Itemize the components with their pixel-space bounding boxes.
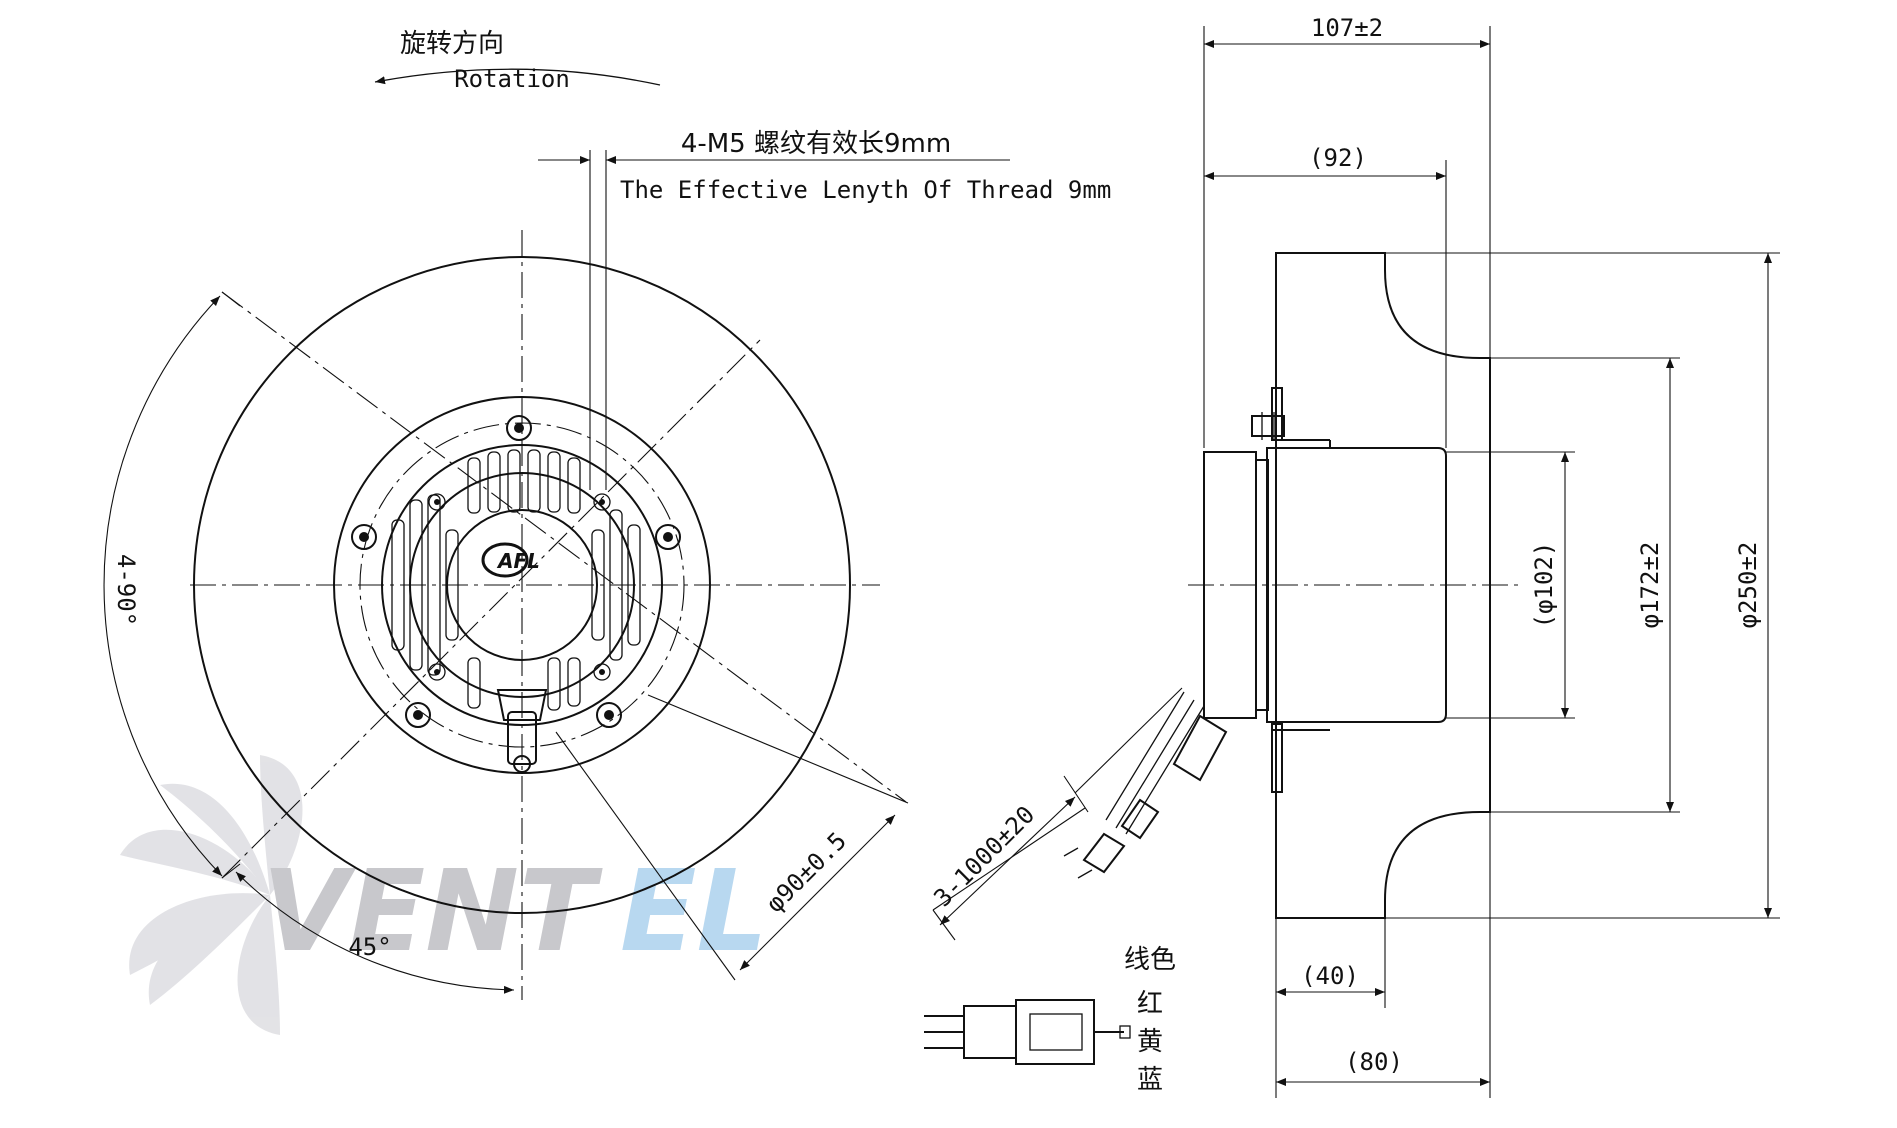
wire-color-2: 黄 [1137, 1027, 1163, 1057]
thread-note-en: The Effective Lenyth Of Thread 9mm [620, 176, 1111, 204]
threaded-hole-icon [428, 493, 446, 511]
mounting-hole-icon [405, 702, 431, 728]
threaded-hole-icon [428, 663, 446, 681]
dim-impeller-width: (80) [1345, 1048, 1403, 1076]
motor-cooling-fins-right [591, 509, 641, 661]
motor-housing [381, 444, 663, 726]
thread-note: 4-M5 螺纹有效长9mm The Effective Lenyth Of Th… [538, 129, 1111, 490]
dim-motor-width: (92) [1309, 144, 1367, 172]
watermark: VENT EL [120, 755, 768, 1035]
wire-color-1: 红 [1137, 989, 1163, 1019]
mounting-hole-icon [351, 524, 377, 550]
thread-note-cn: 4-M5 螺纹有效长9mm [681, 129, 951, 159]
dim-inlet-width: (40) [1301, 962, 1359, 990]
mounting-bracket-top [1251, 387, 1331, 449]
rotation-arrow-icon [374, 68, 661, 86]
dim-inlet-dia: φ172±2 [1636, 542, 1664, 629]
motor-cooling-fins-top [467, 449, 581, 514]
mounting-holes [351, 415, 681, 728]
side-view: 107±2 (92) (40) (80) (φ102) φ172±2 φ250±… [1188, 14, 1780, 1098]
rotation-label-en: Rotation [454, 65, 570, 93]
bolt-circle-dim-line [739, 814, 896, 971]
manufacturer-logo-icon: AFL [481, 542, 540, 578]
wire-color-3: 蓝 [1137, 1065, 1163, 1095]
logo-text: AFL [496, 549, 540, 573]
dim-outer-dia: φ250±2 [1734, 542, 1762, 629]
motor-body [1266, 447, 1447, 723]
cable-terminal-icon [1082, 832, 1126, 874]
cable-length-label: 3-1000±20 [928, 800, 1040, 912]
cable-sleeve [1172, 714, 1228, 782]
front-diagonal-b [221, 339, 761, 879]
mounting-hole-icon [655, 524, 681, 550]
mounting-hole-icon [506, 415, 532, 441]
rotation-label-cn: 旋转方向 [400, 29, 504, 59]
watermark-text-b: EL [620, 847, 768, 977]
bolt-circle [359, 422, 685, 748]
connector-body-icon [963, 1005, 1017, 1059]
threaded-hole-icon [593, 493, 611, 511]
cable-outlet [496, 689, 548, 773]
motor-front-cap [1203, 451, 1257, 719]
motor-cooling-fins-bottom [467, 657, 581, 711]
connector-legend: 线色 红 黄 蓝 [924, 945, 1176, 1095]
angle-arc-90 [103, 295, 223, 877]
mounting-bracket-bottom [1271, 721, 1330, 793]
dim-motor-dia: (φ102) [1530, 542, 1558, 629]
motor-hub [446, 509, 598, 661]
angle-arc-45 [235, 871, 515, 994]
angle-90-label: 4-90° [112, 554, 140, 626]
threaded-hole-icon [593, 663, 611, 681]
dim-total-width: 107±2 [1311, 14, 1383, 42]
impeller-outer-ring [193, 256, 851, 914]
front-diagonal-a [221, 291, 907, 803]
bolt-head-icon [1251, 415, 1285, 437]
angle-45-label: 45° [348, 933, 391, 961]
cable-assembly: 3-1000±20 [928, 687, 1228, 941]
rotation-indicator: 旋转方向 Rotation [374, 29, 661, 93]
mounting-hole-icon [596, 702, 622, 728]
wire-color-title: 线色 [1124, 945, 1176, 975]
